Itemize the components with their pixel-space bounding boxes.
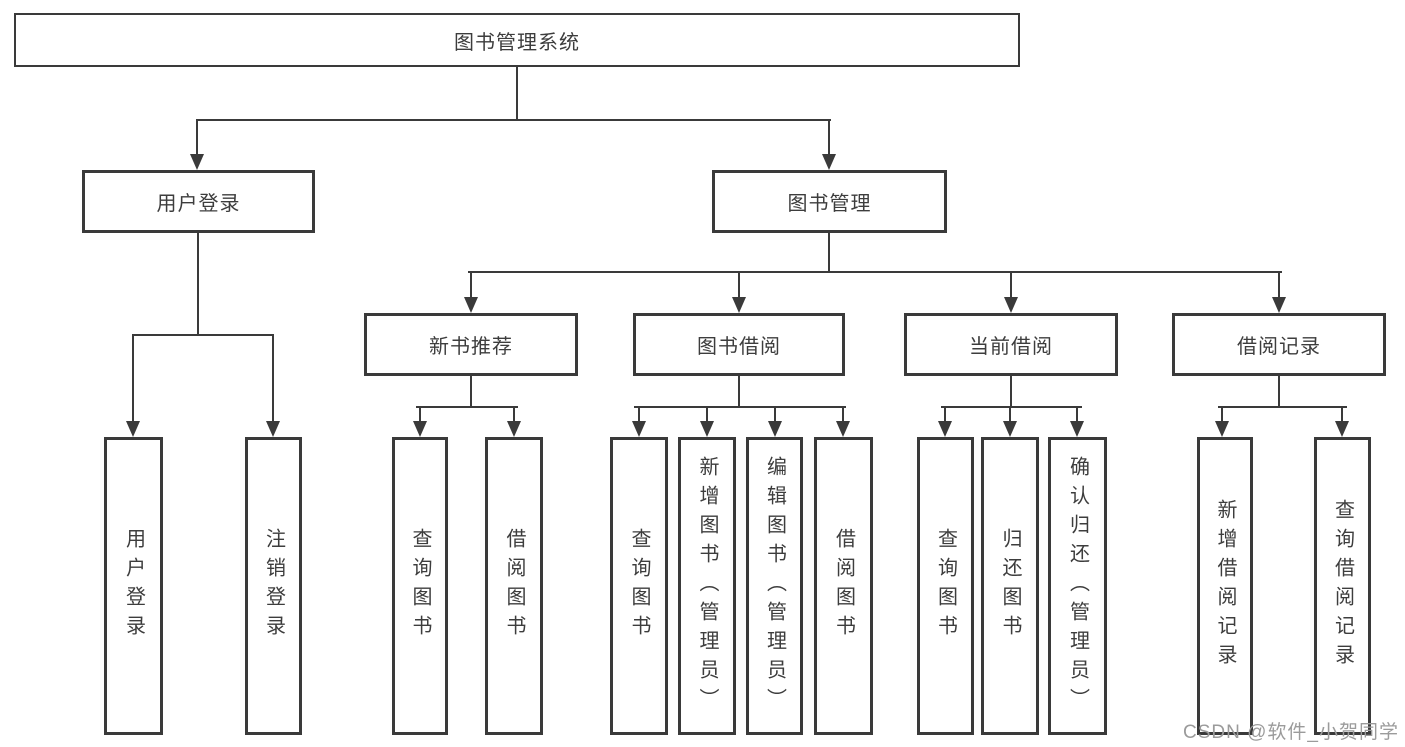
connector-book-management-branch <box>468 271 1282 273</box>
connector-drop-query-borrow-record <box>1341 406 1343 424</box>
node-book-management: 图书管理 <box>712 170 947 233</box>
arrow-down-query-borrow-record <box>1335 421 1349 437</box>
leaf-query-books-1: 查询图书 <box>392 437 448 735</box>
arrow-down-query-books-2 <box>632 421 646 437</box>
connector-user-login-stem <box>197 233 199 336</box>
connector-drop-book-management <box>828 119 830 157</box>
node-user-login: 用户登录 <box>82 170 315 233</box>
connector-drop-book-borrow <box>738 271 740 299</box>
connector-drop-borrow-records <box>1278 271 1280 299</box>
node-new-book-recommend: 新书推荐 <box>364 313 578 376</box>
arrow-down-add-books <box>700 421 714 437</box>
arrow-down-borrow-records <box>1272 297 1286 313</box>
connector-drop-borrow-books-2 <box>842 406 844 424</box>
connector-current-borrow-branch <box>941 406 1082 408</box>
leaf-query-books-3: 查询图书 <box>917 437 974 735</box>
connector-book-management-stem <box>828 233 830 273</box>
node-root-library-management-system: 图书管理系统 <box>14 13 1020 67</box>
leaf-logout: 注销登录 <box>245 437 302 735</box>
arrow-down-current-borrow <box>1004 297 1018 313</box>
arrow-down-edit-books <box>768 421 782 437</box>
connector-drop-add-books <box>706 406 708 424</box>
arrow-down-add-borrow-record <box>1215 421 1229 437</box>
connector-root-stem <box>516 67 518 121</box>
arrow-down-query-books-1 <box>413 421 427 437</box>
node-book-borrow: 图书借阅 <box>633 313 845 376</box>
connector-drop-query-books-2 <box>638 406 640 424</box>
connector-borrow-records-branch <box>1218 406 1347 408</box>
leaf-return-books: 归还图书 <box>981 437 1039 735</box>
leaf-borrow-books-2: 借阅图书 <box>814 437 873 735</box>
connector-book-borrow-branch <box>634 406 846 408</box>
arrow-down-borrow-books-2 <box>836 421 850 437</box>
connector-drop-return-books <box>1009 406 1011 424</box>
leaf-add-borrow-record: 新增借阅记录 <box>1197 437 1253 735</box>
connector-drop-leaf-user-login <box>132 334 134 423</box>
node-current-borrow: 当前借阅 <box>904 313 1118 376</box>
connector-drop-borrow-books-1 <box>513 406 515 424</box>
csdn-watermark: CSDN @软件_小贺同学 <box>1183 722 1399 743</box>
leaf-query-books-2: 查询图书 <box>610 437 668 735</box>
connector-drop-current-borrow <box>1010 271 1012 299</box>
connector-new-book-recommend-stem <box>470 376 472 408</box>
leaf-query-borrow-record: 查询借阅记录 <box>1314 437 1371 735</box>
arrow-down-confirm-return <box>1070 421 1084 437</box>
connector-new-book-recommend-branch <box>416 406 518 408</box>
arrow-down-book-borrow <box>732 297 746 313</box>
leaf-add-books: 新增图书（管理员） <box>678 437 736 735</box>
arrow-down-leaf-user-login <box>126 421 140 437</box>
arrow-down-book-management <box>822 154 836 170</box>
connector-drop-add-borrow-record <box>1221 406 1223 424</box>
arrow-down-leaf-logout <box>266 421 280 437</box>
leaf-confirm-return: 确认归还（管理员） <box>1048 437 1107 735</box>
leaf-borrow-books-1: 借阅图书 <box>485 437 543 735</box>
connector-drop-query-books-3 <box>944 406 946 424</box>
connector-drop-leaf-logout <box>272 334 274 423</box>
node-borrow-records: 借阅记录 <box>1172 313 1386 376</box>
connector-drop-edit-books <box>774 406 776 424</box>
connector-current-borrow-stem <box>1010 376 1012 408</box>
leaf-edit-books: 编辑图书（管理员） <box>746 437 803 735</box>
connector-drop-query-books-1 <box>419 406 421 424</box>
connector-drop-new-book-recommend <box>470 271 472 299</box>
connector-drop-user-login <box>196 119 198 157</box>
connector-book-borrow-stem <box>738 376 740 408</box>
arrow-down-borrow-books-1 <box>507 421 521 437</box>
arrow-down-new-book-recommend <box>464 297 478 313</box>
connector-borrow-records-stem <box>1278 376 1280 408</box>
connector-user-login-branch <box>132 334 274 336</box>
connector-root-branch <box>196 119 831 121</box>
connector-drop-confirm-return <box>1076 406 1078 424</box>
arrow-down-query-books-3 <box>938 421 952 437</box>
leaf-user-login: 用户登录 <box>104 437 163 735</box>
arrow-down-return-books <box>1003 421 1017 437</box>
arrow-down-user-login <box>190 154 204 170</box>
